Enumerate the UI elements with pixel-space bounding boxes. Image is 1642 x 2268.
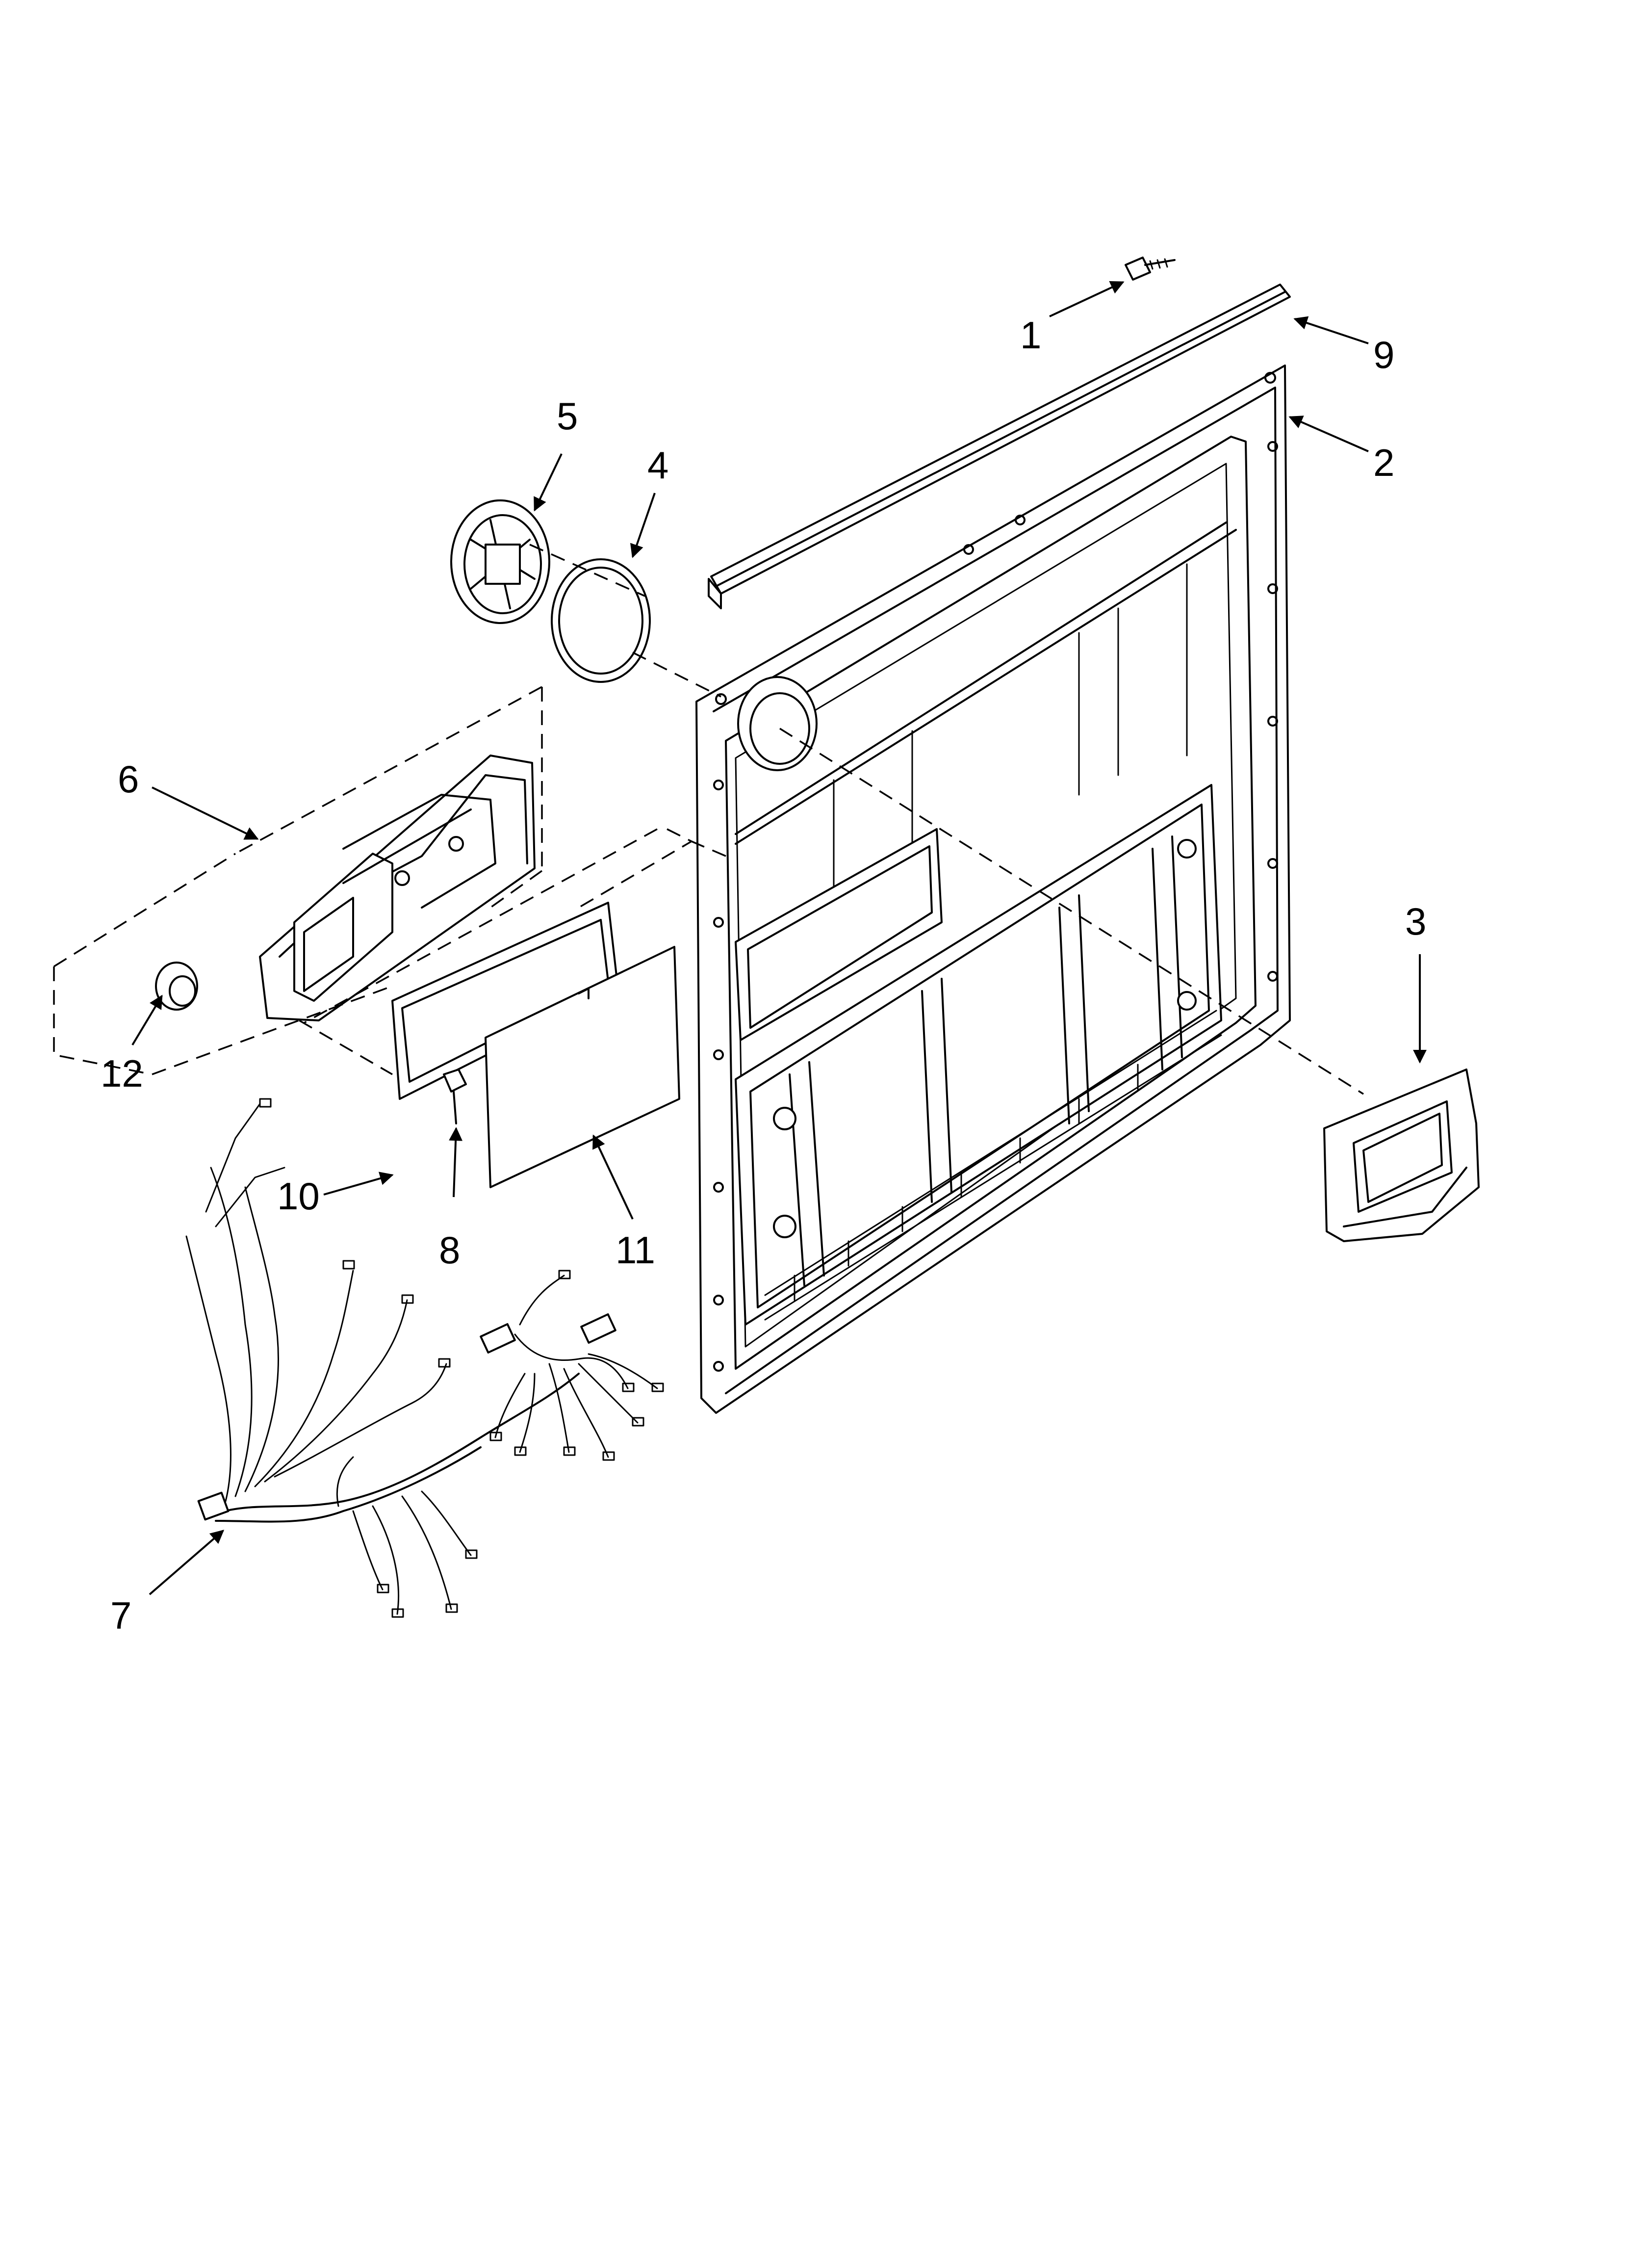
callout-8: 8: [439, 1228, 460, 1272]
callout-12: 12: [101, 1052, 143, 1095]
callout-3: 3: [1405, 900, 1426, 943]
leader-arrows: [131, 281, 1427, 1595]
vent-assembly-part-6: [259, 755, 536, 1021]
screw-part-1: [1125, 257, 1176, 281]
callout-7: 7: [110, 1594, 131, 1637]
assembly-dashed-lines: [53, 544, 1364, 1095]
wire-harness-part-7: [185, 1098, 664, 1618]
callout-1: 1: [1020, 313, 1041, 357]
side-module-part-3: [1323, 1069, 1480, 1242]
callout-6: 6: [118, 757, 139, 801]
panel-screw-holes: [713, 372, 1278, 1372]
callout-labels: 1 2 3 4 5 6 7 8 9 10 11 12: [101, 313, 1426, 1637]
screw-part-8: [443, 1069, 467, 1124]
callout-2: 2: [1373, 441, 1394, 484]
callout-9: 9: [1373, 333, 1394, 376]
control-cover-part-11: [485, 946, 680, 1188]
callout-4: 4: [647, 443, 668, 487]
top-trim-strip: [708, 284, 1291, 609]
button-part-12: [155, 962, 198, 1011]
inner-door-panel: [695, 365, 1291, 1414]
vent-cover-part-5: [450, 499, 550, 624]
callout-5: 5: [557, 394, 578, 438]
callout-10: 10: [277, 1174, 320, 1218]
gasket-ring-part-4: [551, 558, 651, 683]
callout-11: 11: [616, 1228, 655, 1272]
